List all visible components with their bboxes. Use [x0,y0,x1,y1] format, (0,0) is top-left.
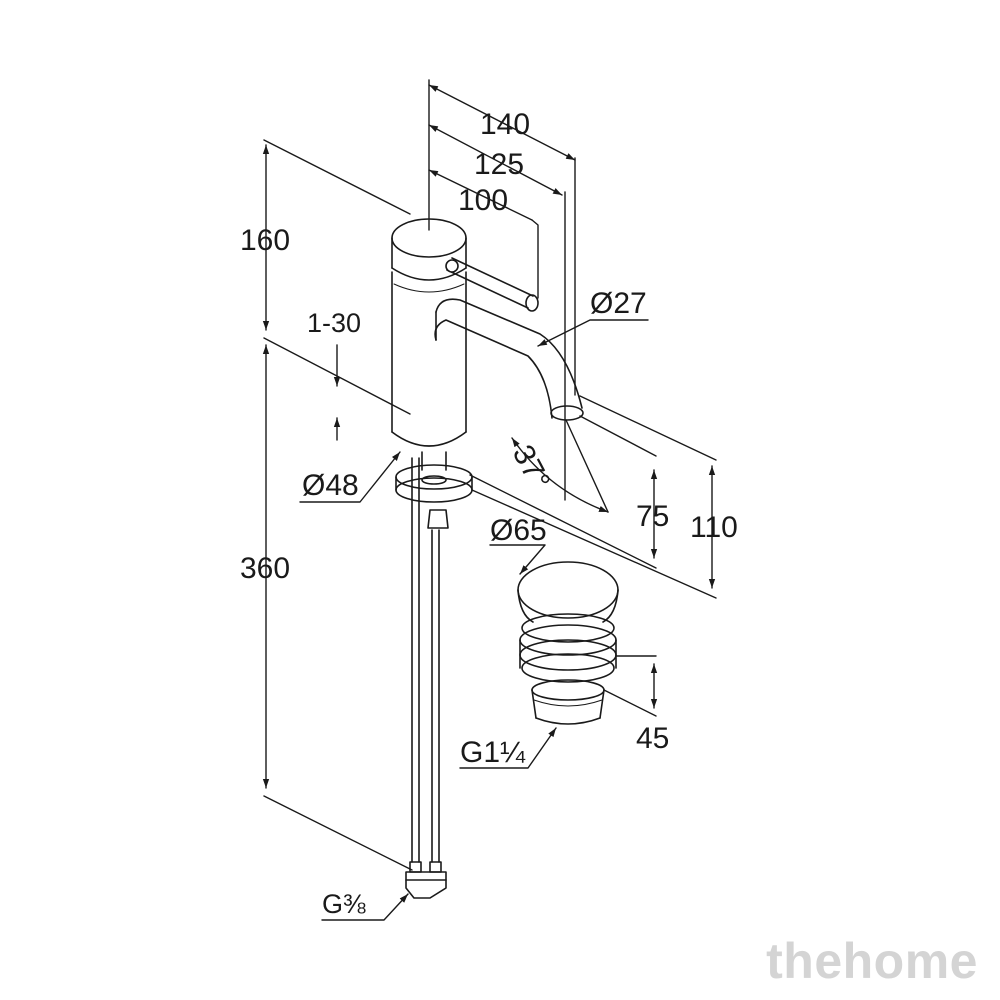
dim-160-label: 160 [240,224,290,257]
dim-125-label: 125 [474,148,524,181]
dimension-lines [262,79,717,921]
dim-45-label: 45 [636,722,669,755]
spout [434,298,584,421]
faucet-body [391,218,467,447]
supply-hoses [405,457,447,899]
deck-thickness-label: 1-30 [307,308,361,338]
dim-75-label: 75 [636,500,669,533]
dim-100-label: 100 [458,184,508,217]
hose-thread-label: G⅜ [322,889,366,919]
spout-angle-label: 37° [506,440,556,496]
drain-cap-diameter-label: Ø65 [490,514,547,547]
dim-110-label: 110 [690,511,738,544]
drain-thread-label: G1¼ [460,736,526,769]
lever-handle [445,257,539,312]
mounting-base [395,451,473,529]
dim-140-label: 140 [480,108,530,141]
dim-360-label: 360 [240,552,290,585]
pop-up-drain [517,561,619,725]
watermark-logo: thehome [766,933,978,989]
body-diameter-label: Ø48 [302,469,359,502]
spout-diameter-label: Ø27 [590,287,647,320]
